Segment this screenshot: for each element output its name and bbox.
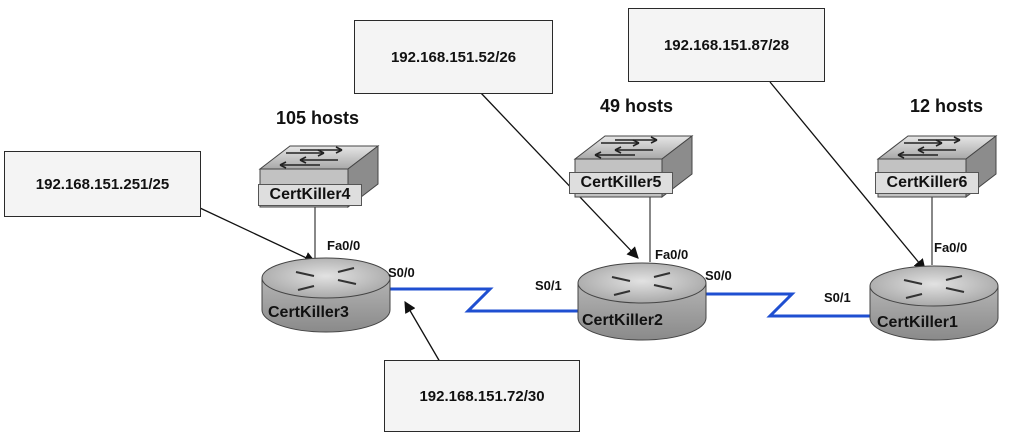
host-count-certkiller5: 49 hosts — [600, 96, 674, 116]
callout-subnet-251: 192.168.151.251/25 — [4, 151, 201, 217]
interface-label-certkiller2-s0-1: S0/1 — [535, 278, 562, 293]
interface-label-certkiller3-s0-0: S0/0 — [388, 265, 415, 280]
interface-label-certkiller1-s0-1: S0/1 — [824, 290, 851, 305]
callout-subnet-52: 192.168.151.52/26 — [354, 20, 553, 94]
callout-pointer-87 — [769, 81, 926, 271]
router-label-certkiller3: CertKiller3 — [268, 304, 349, 321]
switch-label-certkiller5: CertKiller5 — [569, 172, 673, 194]
switch-label-certkiller4: CertKiller4 — [258, 184, 362, 206]
interface-label-certkiller1-fa0-0: Fa0/0 — [934, 240, 968, 255]
switch-label-certkiller6: CertKiller6 — [875, 172, 979, 194]
callout-subnet-87: 192.168.151.87/28 — [628, 8, 825, 82]
callout-pointer-52 — [479, 91, 639, 259]
serial-link-certkiller3-certkiller2 — [388, 287, 582, 313]
router-certkiller3 — [261, 257, 391, 333]
interface-label-certkiller3-fa0-0: Fa0/0 — [327, 238, 361, 253]
router-certkiller2 — [577, 262, 707, 341]
router-label-certkiller2: CertKiller2 — [582, 312, 663, 329]
serial-link-certkiller2-certkiller1 — [696, 292, 878, 318]
callout-pointer-72 — [404, 300, 441, 363]
callout-subnet-72: 192.168.151.72/30 — [384, 360, 580, 432]
interface-label-certkiller2-fa0-0: Fa0/0 — [655, 247, 689, 262]
interface-label-certkiller2-s0-0: S0/0 — [705, 268, 732, 283]
callout-pointer-251 — [199, 207, 317, 263]
host-count-certkiller4: 105 hosts — [276, 108, 360, 128]
router-label-certkiller1: CertKiller1 — [877, 314, 958, 331]
host-count-certkiller6: 12 hosts — [910, 96, 984, 116]
router-certkiller1 — [869, 265, 999, 341]
